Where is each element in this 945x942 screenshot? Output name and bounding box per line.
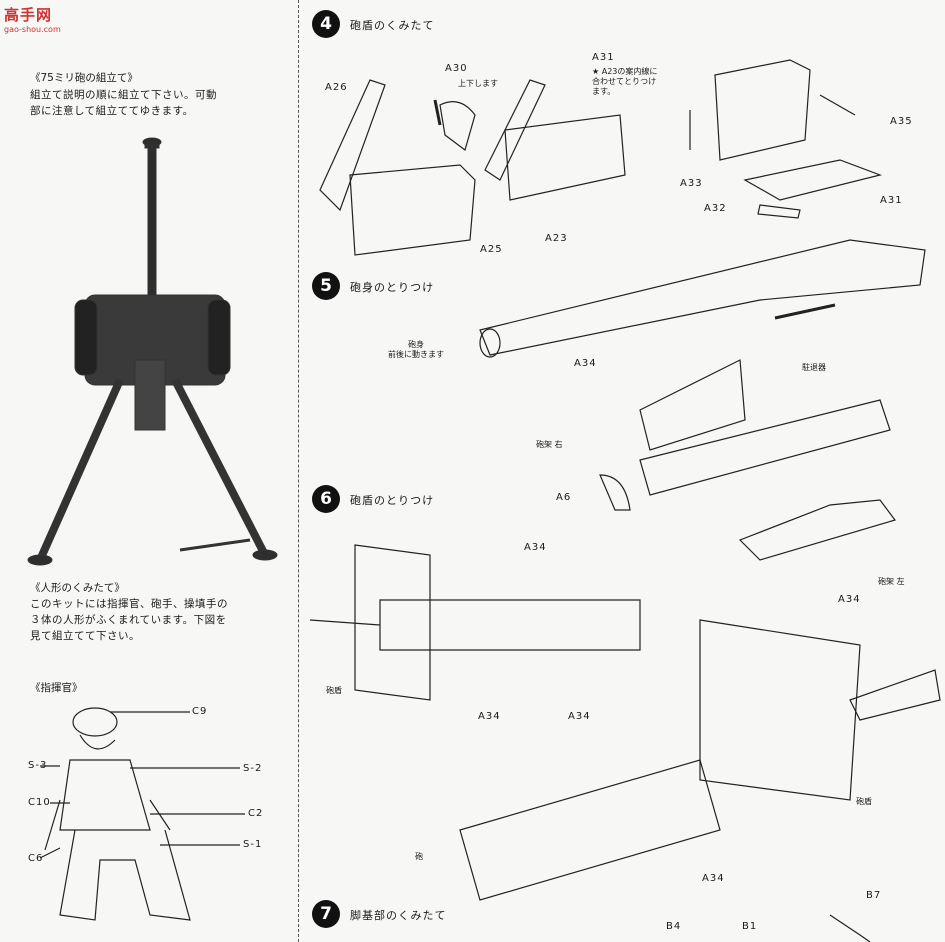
label-a34-lower: A34 bbox=[702, 873, 725, 884]
watermark-title: 高手网 bbox=[4, 6, 53, 24]
label-left-carriage: 砲架 左 bbox=[878, 577, 905, 586]
label-a34-carriage: A34 bbox=[838, 594, 861, 605]
label-gun: 砲 bbox=[415, 852, 423, 861]
intro-text: 組立て説明の順に組立て下さい。可動 部に注意して組立ててゆきます。 bbox=[30, 89, 217, 117]
label-a30: A30 bbox=[445, 63, 468, 74]
label-a25: A25 bbox=[480, 244, 503, 255]
part-a25-drawing bbox=[349, 164, 476, 256]
step-5-title: 砲身のとりつけ bbox=[350, 281, 435, 294]
part-a26-drawing bbox=[319, 79, 386, 212]
label-a35: A35 bbox=[890, 116, 913, 127]
part-shield-assembly-drawing bbox=[714, 59, 811, 161]
commander-label-3: S-2 bbox=[243, 763, 263, 774]
label-a32: A32 bbox=[704, 203, 727, 214]
column-divider bbox=[298, 0, 299, 942]
part-a30-drawing bbox=[439, 101, 476, 152]
label-a34-top: A34 bbox=[524, 542, 547, 553]
label-shield-topview: 砲盾 bbox=[326, 686, 342, 695]
gun-assembled-drawing bbox=[459, 759, 721, 901]
step-6-number: 6 bbox=[312, 485, 340, 513]
label-a23-note: ★ A23の案内線に 合わせてとりつけ ます。 bbox=[592, 67, 658, 96]
left-column: 《75ミリ砲の組立て》 組立て説明の順に組立て下さい。可動 部に注意して組立てて… bbox=[0, 0, 298, 942]
label-b7: B7 bbox=[866, 890, 882, 901]
label-a23: A23 bbox=[545, 233, 568, 244]
label-a31-top: A31 bbox=[592, 52, 615, 63]
left-carriage-drawing bbox=[738, 499, 896, 561]
step-4-title: 砲盾のくみたて bbox=[350, 19, 435, 32]
label-up-down: 上下します bbox=[458, 79, 498, 88]
part-a31-drawing bbox=[484, 79, 546, 181]
label-a33: A33 bbox=[680, 178, 703, 189]
step-7-title: 脚基部のくみたて bbox=[350, 909, 447, 922]
label-a34-assembled: A34 bbox=[568, 711, 591, 722]
shield-topview-drawing bbox=[354, 544, 431, 701]
site-watermark-logo: 高手网 gao-shou.com bbox=[4, 4, 61, 34]
label-a6: A6 bbox=[556, 492, 572, 503]
commander-heading: 《指揮官》 bbox=[30, 682, 83, 694]
label-a34-bottom: A34 bbox=[478, 711, 501, 722]
label-b1: B1 bbox=[742, 921, 758, 932]
commander-label-7: S-1 bbox=[243, 839, 263, 850]
label-shield-assembled: 砲盾 bbox=[856, 797, 872, 806]
commander-label-2: S-3 bbox=[28, 760, 48, 771]
step-4-number: 4 bbox=[312, 10, 340, 38]
part-a6-drawing bbox=[599, 474, 631, 511]
label-recoil-buffer: 駐退器 bbox=[802, 363, 826, 372]
right-carriage-drawing bbox=[639, 359, 746, 451]
label-a31-right: A31 bbox=[880, 195, 903, 206]
label-a34-step5: A34 bbox=[574, 358, 597, 369]
recoil-buffer-drawing bbox=[639, 399, 891, 496]
commander-label-5: C2 bbox=[248, 808, 264, 819]
part-a32-drawing bbox=[757, 204, 801, 219]
figure-heading: 《人形のくみたて》 bbox=[30, 582, 125, 594]
step-5-number: 5 bbox=[312, 272, 340, 300]
label-barrel-note: 砲身 前後に動きます bbox=[388, 340, 444, 359]
step-7-number: 7 bbox=[312, 900, 340, 928]
barrel-drawing bbox=[479, 239, 926, 356]
watermark-url: gao-shou.com bbox=[4, 25, 61, 34]
part-a23-drawing bbox=[504, 114, 626, 201]
shield-assembled-drawing bbox=[699, 619, 861, 801]
step-6-title: 砲盾のとりつけ bbox=[350, 494, 435, 507]
label-b4: B4 bbox=[666, 921, 682, 932]
figure-text: このキットには指揮官、砲手、操填手の ３体の人形がふくまれています。下図を 見て… bbox=[30, 598, 228, 642]
intro-heading: 《75ミリ砲の組立て》 bbox=[30, 72, 138, 84]
label-a26: A26 bbox=[325, 82, 348, 93]
label-right-carriage: 砲架 右 bbox=[536, 440, 563, 449]
commander-figure-drawing bbox=[39, 707, 245, 921]
commander-label-1: C9 bbox=[192, 706, 208, 717]
commander-label-4: C10 bbox=[28, 797, 51, 808]
pak40-photo bbox=[27, 137, 278, 566]
commander-label-6: C6 bbox=[28, 853, 44, 864]
